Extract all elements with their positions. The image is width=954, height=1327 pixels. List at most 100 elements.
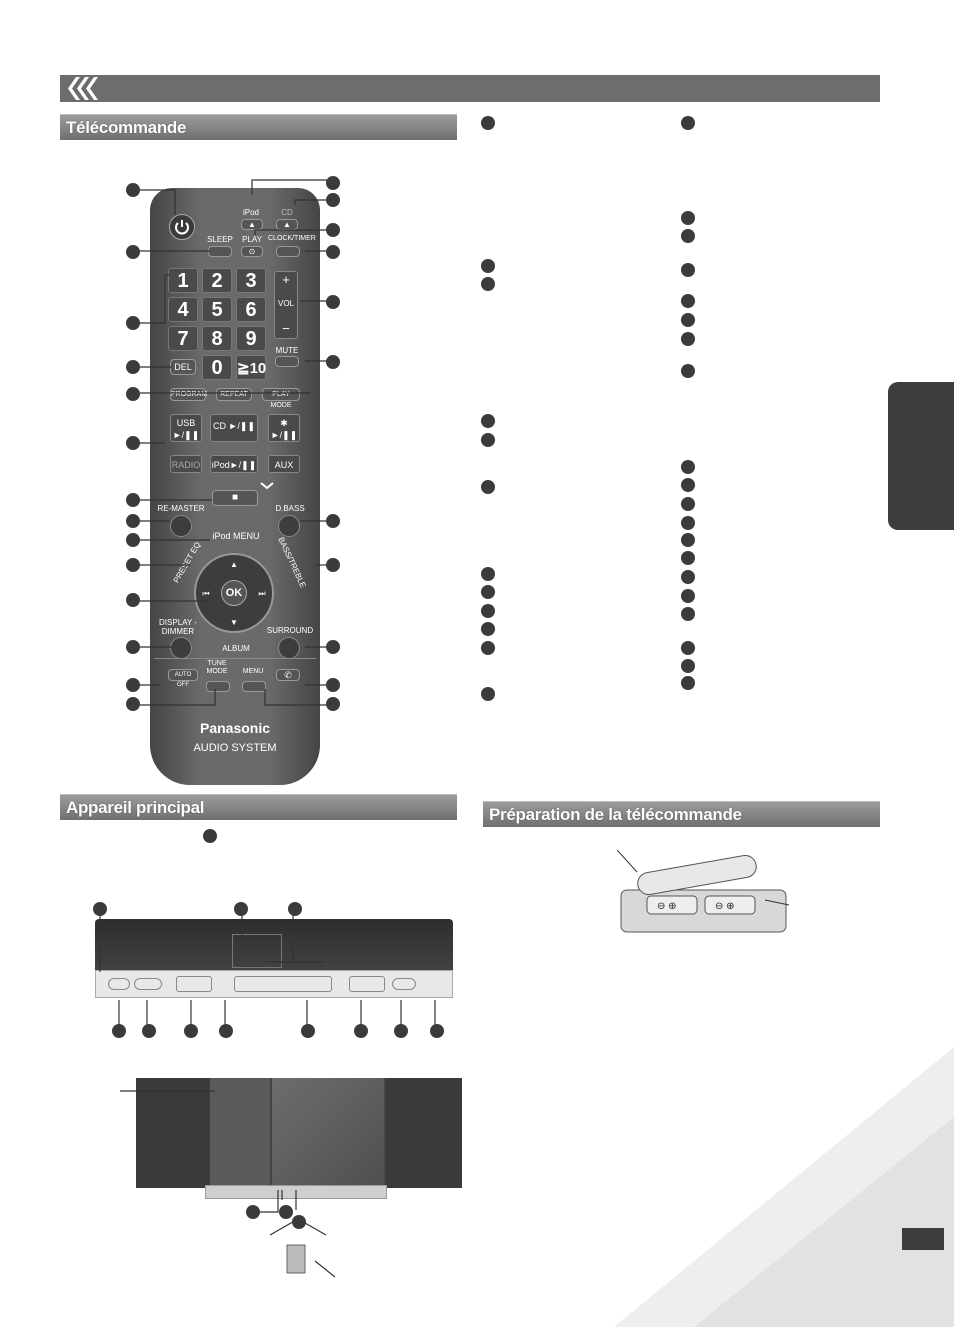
volume-rocker[interactable]: + VOL − — [274, 271, 298, 339]
reference-marker — [681, 313, 695, 327]
surround-label: SURROUND — [266, 626, 314, 635]
aux-button[interactable]: AUX — [268, 455, 300, 473]
reference-marker — [681, 263, 695, 277]
play-button[interactable]: ⊙ — [241, 246, 263, 257]
reference-marker — [184, 1024, 198, 1038]
dbass-button[interactable] — [278, 515, 300, 537]
number-button-0[interactable]: 0 — [202, 355, 232, 380]
reference-marker — [326, 193, 340, 207]
number-button-1[interactable]: 1 — [168, 268, 198, 293]
tune-mode-button[interactable] — [206, 681, 230, 692]
unit-display-window — [232, 934, 282, 968]
reference-marker — [681, 364, 695, 378]
reference-marker — [681, 516, 695, 530]
skip-forward-icon: ⏭ — [258, 589, 266, 598]
right-speaker — [386, 1078, 462, 1188]
reference-marker — [301, 1024, 315, 1038]
navigation-dial[interactable]: ▲ ▼ ⏮ ⏭ OK — [194, 553, 274, 633]
reference-marker — [126, 387, 140, 401]
number-button-6[interactable]: 6 — [236, 297, 266, 322]
power-button[interactable] — [169, 214, 195, 240]
stop-button[interactable]: ■ — [212, 490, 258, 506]
ipod-play-button[interactable]: iPod►/❚❚ — [210, 455, 258, 473]
number-button-7[interactable]: 7 — [168, 326, 198, 351]
unit-playback-buttons[interactable] — [234, 976, 332, 992]
reference-marker — [681, 676, 695, 690]
remaster-button[interactable] — [170, 515, 192, 537]
unit-select-button[interactable] — [176, 976, 212, 992]
menu-button[interactable] — [242, 681, 266, 692]
radio-button[interactable]: RADIO — [170, 455, 202, 473]
ipod-eject-button[interactable]: ▲ — [241, 219, 263, 230]
remote-control: iPod ▲ CD ▲ SLEEP PLAY ⊙ CLOCK/TIMER 1 2… — [150, 188, 320, 785]
reference-marker — [481, 277, 495, 291]
display-dimmer-label: DISPLAY -DIMMER — [159, 618, 197, 636]
reference-marker — [394, 1024, 408, 1038]
reference-marker — [292, 1215, 306, 1229]
ok-button[interactable]: OK — [221, 580, 247, 606]
auto-off-button[interactable]: AUTO OFF — [168, 669, 198, 688]
play-label: PLAY — [242, 235, 262, 244]
dbass-label: D.BASS — [275, 504, 305, 513]
unit-ipod-open-button[interactable] — [134, 978, 162, 990]
number-button-10-plus[interactable]: ≧10 — [236, 355, 266, 380]
reference-marker — [326, 678, 340, 692]
ipod-menu-label: iPod MENU — [212, 531, 260, 541]
ipod-label: iPod — [242, 208, 259, 217]
unit-volume-buttons[interactable] — [349, 976, 385, 992]
reference-marker — [126, 360, 140, 374]
number-button-4[interactable]: 4 — [168, 297, 198, 322]
volume-label: VOL — [277, 299, 294, 308]
usb-play-button[interactable]: USB ►/❚❚ — [170, 414, 202, 442]
reference-marker — [326, 558, 340, 572]
remote-small-icon — [286, 1244, 306, 1274]
number-button-2[interactable]: 2 — [202, 268, 232, 293]
reference-marker — [481, 585, 495, 599]
reference-marker — [126, 316, 140, 330]
svg-text:⊖ ⊕: ⊖ ⊕ — [657, 901, 677, 912]
reference-marker — [681, 116, 695, 130]
reference-marker — [326, 245, 340, 259]
reference-marker — [681, 460, 695, 474]
reference-marker — [326, 355, 340, 369]
brand-logo: Panasonic — [199, 720, 271, 736]
reference-marker — [326, 640, 340, 654]
phone-button[interactable]: ✆ — [276, 669, 300, 681]
reference-marker — [219, 1024, 233, 1038]
battery-insertion-illustration: ⊖ ⊕ ⊖ ⊕ — [617, 850, 790, 933]
reference-marker — [681, 589, 695, 603]
remaster-label: RE-MASTER — [157, 504, 205, 513]
bluetooth-play-button[interactable]: ✱►/❚❚ — [268, 414, 300, 442]
clock-timer-button[interactable] — [276, 246, 300, 257]
repeat-button[interactable]: REPEAT — [216, 388, 252, 401]
cd-door — [272, 1078, 384, 1188]
reference-marker — [681, 497, 695, 511]
unit-cd-open-button[interactable] — [392, 978, 416, 990]
reference-marker — [681, 607, 695, 621]
unit-power-button[interactable] — [108, 978, 130, 990]
number-button-8[interactable]: 8 — [202, 326, 232, 351]
brand-subtitle: AUDIO SYSTEM — [193, 742, 277, 754]
reference-marker — [354, 1024, 368, 1038]
page-number-box — [902, 1228, 944, 1250]
clock-timer-label: CLOCK/TIMER — [268, 235, 316, 242]
play-mode-button[interactable]: PLAY MODE — [262, 388, 300, 409]
number-button-9[interactable]: 9 — [236, 326, 266, 351]
reference-marker — [681, 570, 695, 584]
menu-label: MENU — [242, 668, 264, 675]
mute-button[interactable] — [275, 356, 299, 367]
program-button[interactable]: PROGRAM — [170, 388, 207, 401]
reference-marker — [681, 533, 695, 547]
reference-marker — [681, 641, 695, 655]
number-button-5[interactable]: 5 — [202, 297, 232, 322]
main-unit-callouts — [99, 910, 436, 1030]
sleep-label: SLEEP — [207, 235, 233, 244]
svg-text:⊖ ⊕: ⊖ ⊕ — [715, 901, 735, 912]
reference-marker — [203, 829, 217, 843]
cd-play-button[interactable]: CD ►/❚❚ — [210, 414, 258, 442]
ipod-dock-door — [210, 1078, 270, 1188]
language-side-tab — [888, 382, 954, 530]
number-button-3[interactable]: 3 — [236, 268, 266, 293]
reference-marker — [126, 493, 140, 507]
remote-divider — [154, 658, 316, 659]
